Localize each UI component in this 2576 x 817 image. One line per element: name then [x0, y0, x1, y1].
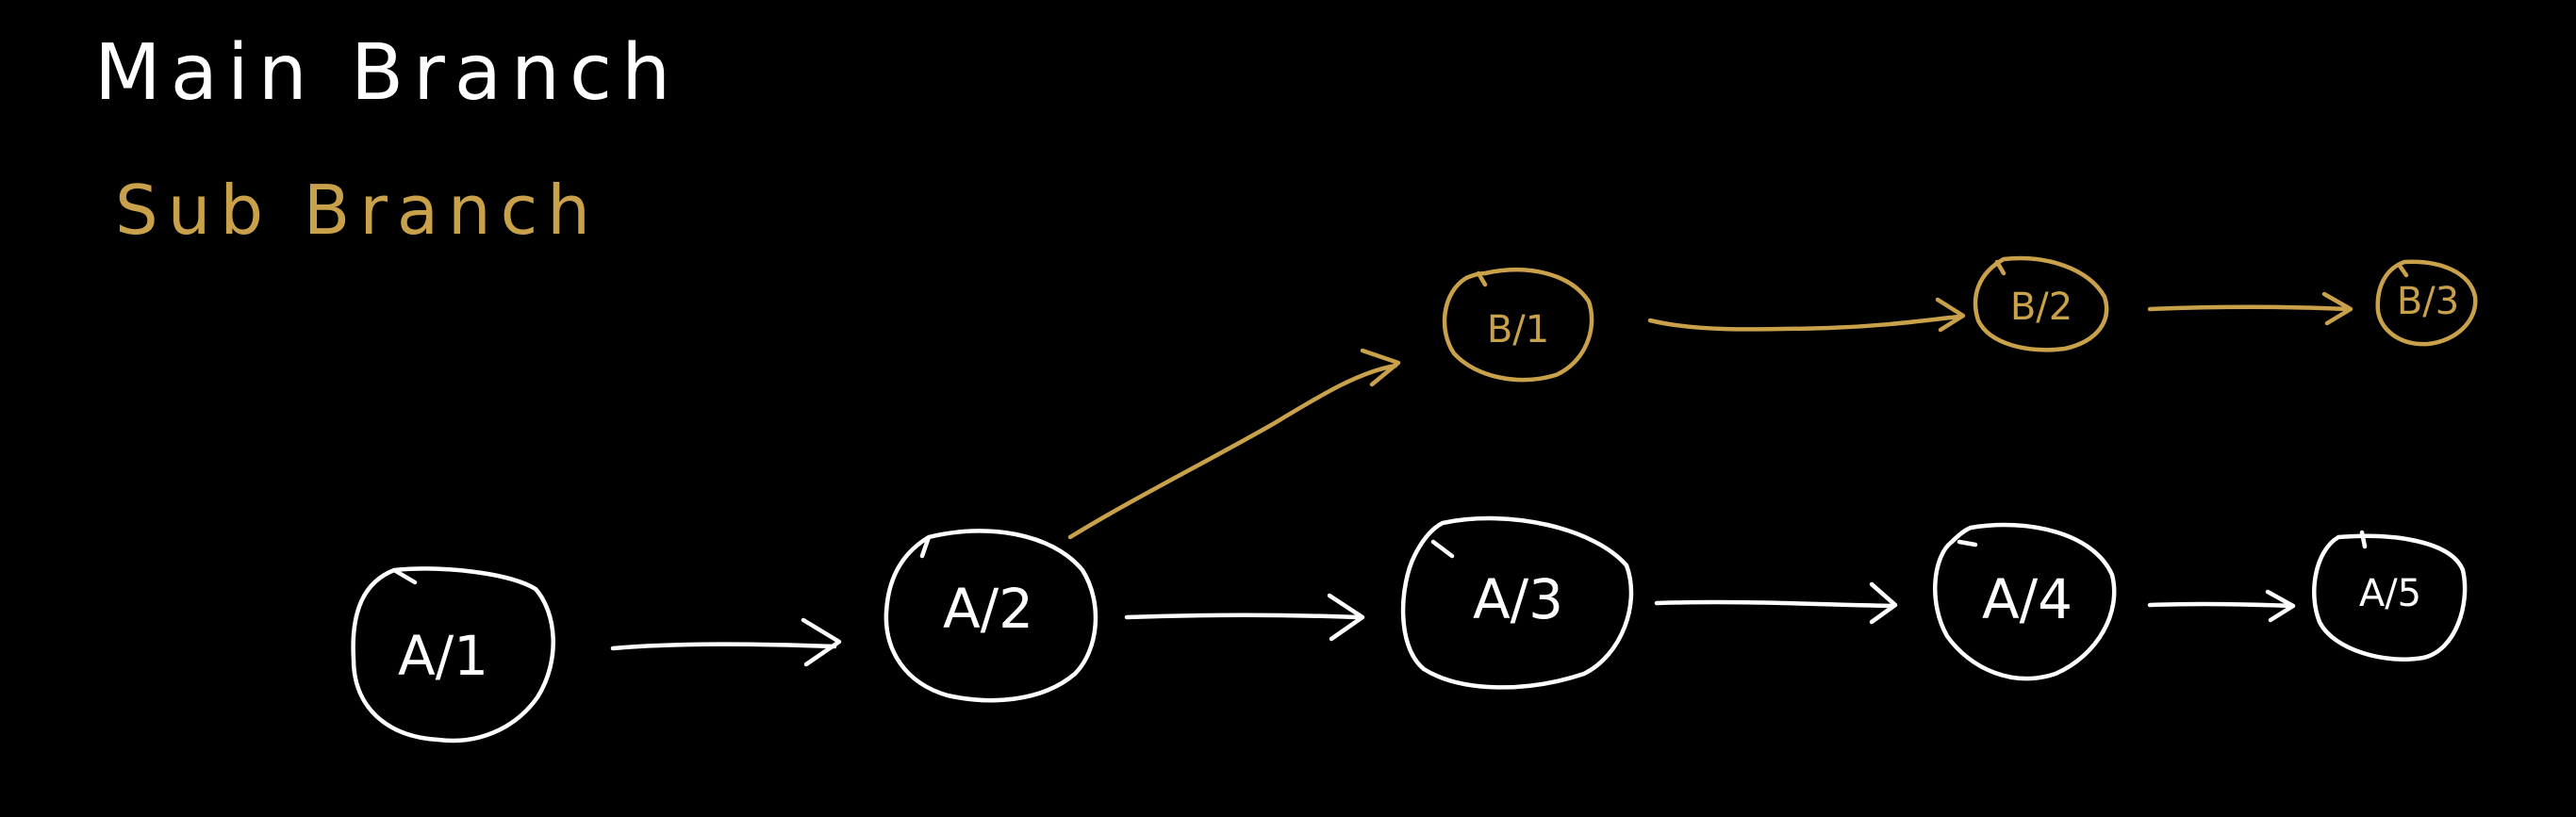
main-node-a5: A/5 [2312, 530, 2468, 662]
main-arrow-a3-a4 [1654, 581, 1898, 625]
sub-node-b2: B/2 [1973, 255, 2109, 352]
node-label-a4: A/4 [1982, 567, 2072, 631]
main-arrow-a1-a2 [610, 617, 842, 667]
main-arrow-a2-a3 [1124, 593, 1365, 642]
main-node-a3: A/3 [1400, 515, 1634, 690]
node-label-b1: B/1 [1487, 308, 1549, 351]
node-label-a2: A/2 [943, 577, 1033, 641]
node-label-a5: A/5 [2359, 572, 2421, 615]
sub-node-b3: B/3 [2375, 259, 2478, 347]
sub-arrow-b2-b3 [2147, 291, 2353, 326]
node-label-a3: A/3 [1473, 567, 1563, 631]
node-label-b2: B/2 [2010, 286, 2072, 329]
sub-arrow-b1-b2 [1647, 297, 1966, 333]
main-node-a2: A/2 [883, 529, 1098, 703]
sub-node-b1: B/1 [1442, 268, 1594, 383]
sub-arrow-a2-b1 [1067, 348, 1401, 540]
main-node-a1: A/1 [351, 566, 555, 743]
main-arrow-a4-a5 [2147, 589, 2296, 623]
main-node-a4: A/4 [1933, 522, 2117, 681]
node-label-b3: B/3 [2397, 280, 2459, 323]
node-label-a1: A/1 [398, 624, 488, 688]
legend-main-branch-label: Main Branch [94, 28, 680, 118]
legend-sub-branch-label: Sub Branch [115, 171, 600, 250]
